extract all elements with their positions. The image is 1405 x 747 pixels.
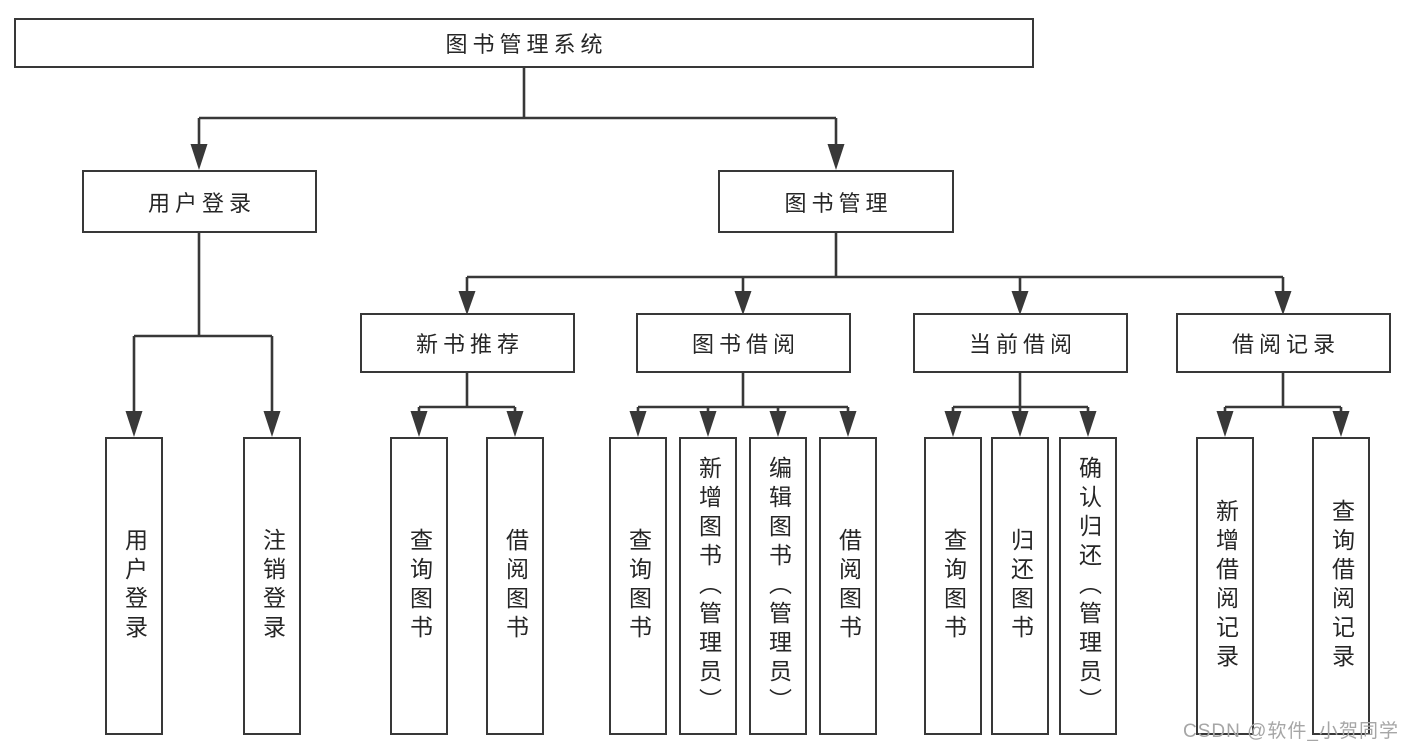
node-label: 新增图书（管理员） <box>695 455 722 717</box>
arrowhead <box>629 411 647 437</box>
arrowhead <box>1216 411 1234 437</box>
arrowhead <box>827 144 845 170</box>
node-label: 注销登录 <box>259 528 286 644</box>
node-label: 借阅记录 <box>1231 332 1340 357</box>
arrowhead <box>699 411 717 437</box>
leaf-add-books-admin: 新增图书（管理员） <box>679 437 737 735</box>
arrowheads <box>125 144 1350 437</box>
leaf-edit-books-admin: 编辑图书（管理员） <box>749 437 807 735</box>
arrowhead <box>190 144 208 170</box>
csdn-watermark: CSDN @软件_小贺同学 <box>1183 721 1399 742</box>
arrowhead <box>944 411 962 437</box>
node-borrowing-records: 借阅记录 <box>1176 313 1391 373</box>
arrowhead <box>839 411 857 437</box>
node-new-book-recommendation: 新书推荐 <box>360 313 575 373</box>
node-label: 用户登录 <box>147 190 256 216</box>
arrowhead <box>1274 291 1292 315</box>
arrowhead <box>1332 411 1350 437</box>
node-label: 查询图书 <box>406 528 433 644</box>
leaf-borrow-books: 借阅图书 <box>819 437 877 735</box>
leaf-borrow-books-recommend: 借阅图书 <box>486 437 544 735</box>
node-user-login: 用户登录 <box>82 170 317 233</box>
leaf-confirm-return-admin: 确认归还（管理员） <box>1059 437 1117 735</box>
leaf-query-books-recommend: 查询图书 <box>390 437 448 735</box>
node-label: 查询图书 <box>940 528 967 644</box>
node-label: 归还图书 <box>1007 528 1034 644</box>
arrowhead <box>769 411 787 437</box>
node-label: 当前借阅 <box>968 332 1077 357</box>
leaf-add-borrow-record: 新增借阅记录 <box>1196 437 1254 735</box>
leaf-query-borrow-record: 查询借阅记录 <box>1312 437 1370 735</box>
node-book-management: 图书管理 <box>718 170 954 233</box>
leaf-return-books: 归还图书 <box>991 437 1049 735</box>
node-label: 图书借阅 <box>691 332 800 357</box>
node-label: 图书管理 <box>784 190 893 216</box>
leaf-logout: 注销登录 <box>243 437 301 735</box>
arrowhead <box>1079 411 1097 437</box>
node-label: 借阅图书 <box>835 528 862 644</box>
node-label: 借阅图书 <box>502 528 529 644</box>
leaf-user-login: 用户登录 <box>105 437 163 735</box>
node-label: 图书管理系统 <box>445 32 608 57</box>
node-label: 编辑图书（管理员） <box>765 455 792 717</box>
node-current-borrowing: 当前借阅 <box>913 313 1128 373</box>
arrowhead <box>734 291 752 315</box>
arrowhead <box>410 411 428 437</box>
node-label: 查询图书 <box>625 528 652 644</box>
arrowhead <box>1011 411 1029 437</box>
node-label: 新书推荐 <box>415 332 524 357</box>
arrowhead <box>1011 291 1029 315</box>
node-book-borrowing: 图书借阅 <box>636 313 851 373</box>
leaf-query-books-borrow: 查询图书 <box>609 437 667 735</box>
node-label: 新增借阅记录 <box>1212 499 1239 673</box>
node-label: 用户登录 <box>121 528 148 644</box>
node-label: 确认归还（管理员） <box>1075 455 1102 717</box>
arrowhead <box>458 291 476 315</box>
arrowhead <box>263 411 281 437</box>
arrowhead <box>506 411 524 437</box>
node-label: 查询借阅记录 <box>1328 499 1355 673</box>
arrowhead <box>125 411 143 437</box>
leaf-query-books-current: 查询图书 <box>924 437 982 735</box>
node-library-management-system: 图书管理系统 <box>14 18 1034 68</box>
